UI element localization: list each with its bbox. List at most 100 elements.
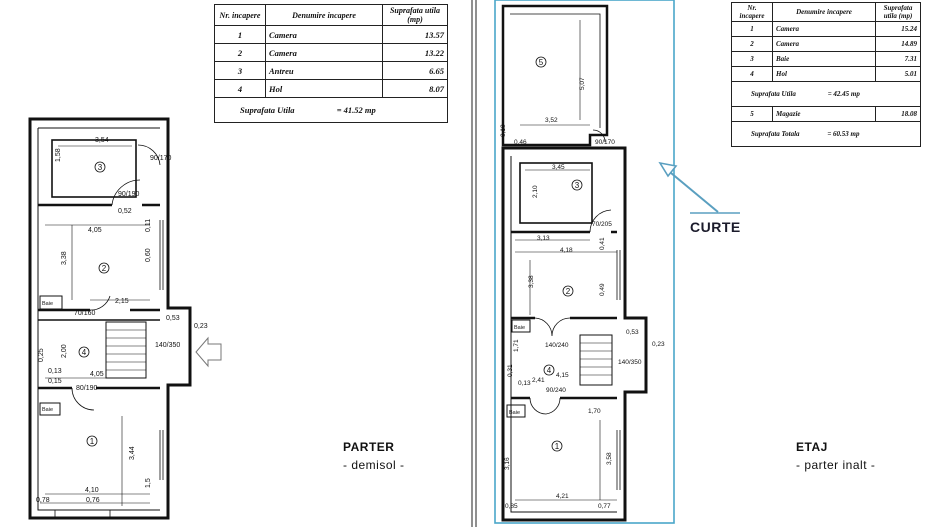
etaj-area-table: Nr. incapere Denumire incapere Suprafata…: [731, 2, 921, 147]
total-cell: Suprafata Totala = 60.53 mp: [731, 121, 921, 147]
table-row: 2 Camera 13.22: [214, 43, 448, 62]
parter-dim: 0,15: [48, 378, 62, 385]
cell-area: 13.57: [382, 25, 448, 44]
cell-area: 8.07: [382, 79, 448, 98]
etaj-room-number: 2: [566, 287, 571, 296]
parter-dim: 0,11: [145, 219, 152, 232]
parter-room-number: 1: [90, 437, 95, 446]
etaj-dim: 5,07: [579, 77, 586, 90]
table-row: 2 Camera 14.89: [731, 36, 921, 52]
cell-area: 6.65: [382, 61, 448, 80]
etaj-dim: 0,77: [598, 503, 611, 510]
table-subtotal-row: Suprafata Utila = 42.45 mp: [731, 81, 921, 107]
etaj-dim: 3,13: [537, 235, 550, 242]
table-header-row: Nr. incapere Denumire incapere Suprafata…: [731, 2, 921, 22]
cell-name: Camera: [772, 36, 876, 52]
etaj-room-number: 1: [555, 442, 560, 451]
parter-room-number: 3: [98, 163, 103, 172]
sheet-divider: [471, 0, 477, 527]
cell-nr: 2: [214, 43, 266, 62]
header-nr: Nr. incapere: [214, 4, 266, 26]
table-row: 1 Camera 15.24: [731, 21, 921, 37]
parter-dim: 4,05: [90, 371, 104, 378]
etaj-dim: 140/240: [545, 342, 569, 349]
etaj-dim: 0,31: [507, 364, 514, 377]
cell-area: 15.24: [875, 21, 921, 37]
parter-dim: 0,76: [86, 497, 100, 504]
etaj-dim: 0,85: [505, 503, 518, 510]
parter-dim: 4,05: [88, 227, 102, 234]
etaj-plan: [494, 0, 740, 524]
etaj-dim: 0,46: [514, 139, 527, 146]
etaj-dim: 1,71: [513, 339, 520, 352]
etaj-dim: 0,41: [599, 237, 606, 250]
parter-room-numbers: 1 2 3 4: [78, 161, 110, 447]
etaj-dim: 3,52: [545, 117, 558, 124]
parter-room-number: 2: [102, 264, 107, 273]
cell-name: Antreu: [265, 61, 383, 80]
parter-dim: 1,5: [145, 478, 152, 488]
etaj-dim: 0,18: [500, 124, 507, 137]
table-total-row: Suprafata Totala = 60.53 mp: [731, 121, 921, 147]
etaj-title: ETAJ: [796, 440, 828, 454]
parter-dim: 0,52: [118, 208, 132, 215]
header-name: Denumire incapere: [772, 2, 876, 22]
parter-outer-wall: [28, 117, 192, 520]
parter-annotations: 3,54 1,58 90/170 90/190 0,52 4,05 3,38 0…: [36, 137, 208, 504]
table-row: 4 Hol 5.01: [731, 66, 921, 82]
parter-staircase: [105, 321, 147, 379]
cell-nr: 1: [731, 21, 773, 37]
etaj-staircase: [579, 334, 613, 386]
parter-subtitle: - demisol -: [343, 458, 405, 472]
parter-dim: 3,54: [95, 137, 109, 144]
parter-dim: 2,15: [115, 298, 129, 305]
etaj-dim: 0,53: [626, 329, 639, 336]
etaj-dim: 3,58: [606, 452, 613, 465]
curte-arrow-icon: [664, 167, 719, 213]
cell-name: Hol: [772, 66, 876, 82]
etaj-dim: 2,10: [532, 185, 539, 198]
parter-dim: 140/350: [155, 342, 180, 349]
subtotal-label: Suprafata Utila: [751, 90, 796, 98]
parter-title: PARTER: [343, 440, 395, 454]
header-area: Suprafata utila (mp): [875, 2, 921, 22]
etaj-room-5: [501, 4, 609, 147]
etaj-dim: 3,38: [528, 275, 535, 288]
parter-dim: 3,44: [129, 446, 136, 460]
cell-name: Camera: [772, 21, 876, 37]
header-name: Denumire incapere: [265, 4, 383, 26]
parter-entry-arrow-icon: [195, 336, 222, 368]
cell-nr: 5: [731, 106, 773, 122]
parter-room-3: [51, 139, 137, 198]
cell-area: 14.89: [875, 36, 921, 52]
total-value: = 41.52 mp: [336, 105, 376, 115]
etaj-room-number: 4: [547, 366, 552, 375]
parter-bath-label: Baie: [42, 407, 53, 413]
table-row: 4 Hol 8.07: [214, 79, 448, 98]
parter-dim: 0,13: [48, 368, 62, 375]
curte-label: CURTE: [690, 219, 741, 235]
parter-room-number: 4: [82, 348, 87, 357]
total-label: Suprafata Utila: [240, 105, 295, 115]
header-area: Suprafata utila (mp): [382, 4, 448, 26]
etaj-dim: 4,18: [560, 247, 573, 254]
cell-area: 13.22: [382, 43, 448, 62]
header-nr: Nr. incapere: [731, 2, 773, 22]
cell-nr: 4: [214, 79, 266, 98]
etaj-room-number: 3: [575, 181, 580, 190]
cell-nr: 1: [214, 25, 266, 44]
cell-name: Camera: [265, 25, 383, 44]
parter-bath-2: [39, 402, 61, 416]
table-row: 1 Camera 13.57: [214, 25, 448, 44]
etaj-dim: 3,45: [552, 164, 565, 171]
etaj-highlight-frame: [494, 0, 675, 524]
cell-name: Camera: [265, 43, 383, 62]
parter-bath-label: Baie: [42, 301, 53, 307]
subtotal-value: = 42.45 mp: [827, 90, 860, 98]
etaj-bath: [511, 319, 531, 333]
total-label: Suprafata Totala: [751, 130, 800, 138]
etaj-bath-2: [506, 404, 526, 418]
parter-dim: 0,25: [38, 348, 45, 362]
parter-dim: 0,60: [145, 248, 152, 262]
etaj-dim: 4,21: [556, 493, 569, 500]
